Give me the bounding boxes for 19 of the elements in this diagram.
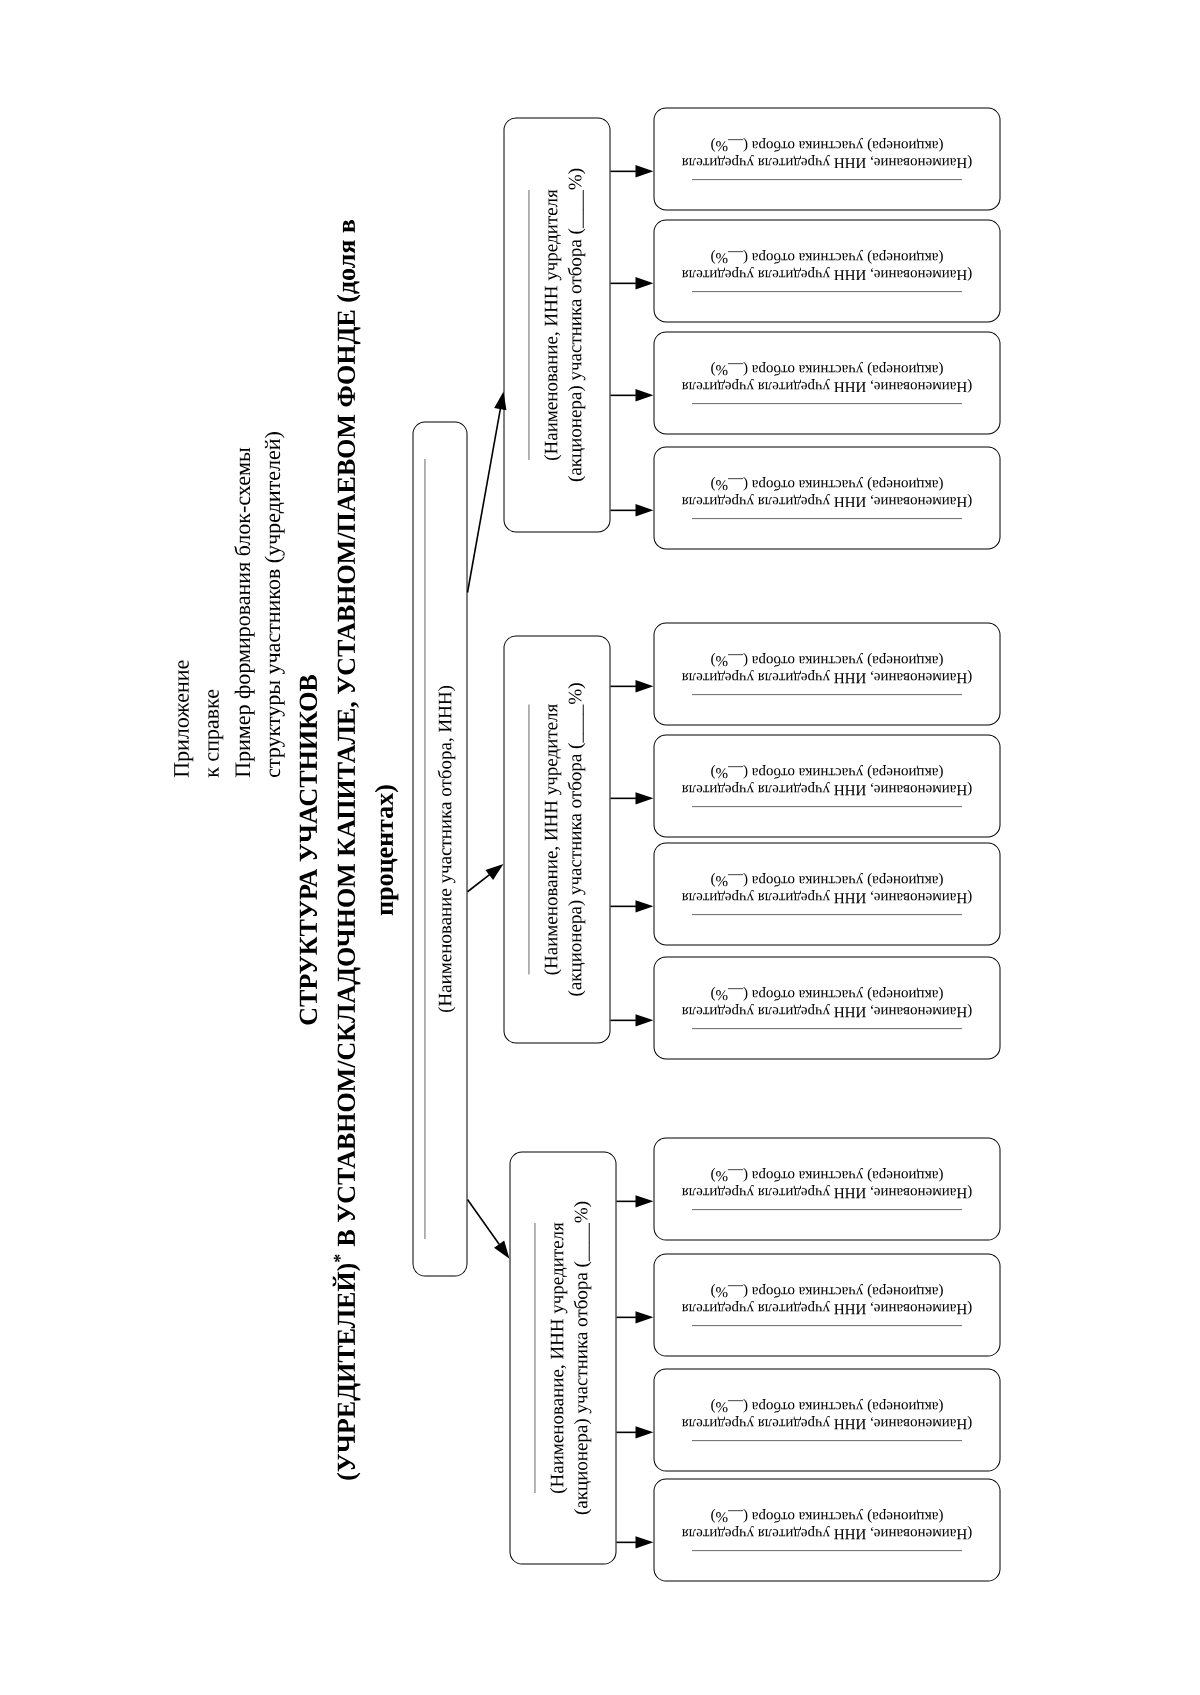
- shareholder-box: (Наименование, ИНН учредителя учредителя (акционера) участника отбора (__%): [653, 1137, 1001, 1241]
- shareholder-box: (Наименование, ИНН учредителя учредителя (акционера) участника отбора (__%): [653, 446, 1001, 550]
- root-box: (Наименование участника отбора, ИНН): [412, 421, 468, 1277]
- participant-box: (Наименование, ИНН учредителя (акционера) участника отбора (____%): [503, 635, 611, 1044]
- header-text: Приложение к справке: [174, 660, 224, 778]
- shareholder-box: (Наименование, ИНН учредителя учредителя (акционера) участника отбора (__%): [653, 1368, 1001, 1472]
- shareholder-box: (Наименование, ИНН учредителя учредителя (акционера) участника отбора (__%): [653, 842, 1001, 946]
- shareholder-box: (Наименование, ИНН учредителя учредителя (акционера) участника отбора (__%): [653, 622, 1001, 726]
- shareholder-box: (Наименование, ИНН учредителя учредителя (акционера) участника отбора (__%): [653, 331, 1001, 435]
- shareholder-box: (Наименование, ИНН учредителя учредителя (акционера) участника отбора (__%): [653, 1253, 1001, 1357]
- shareholder-box: (Наименование, ИНН учредителя учредителя (акционера) участника отбора (__%): [653, 219, 1001, 323]
- title: СТРУКТУРА УЧАСТНИКОВ (УЧРЕДИТЕЛЕЙ)$^{*}$ В УСТАВНОМ/СКЛАДОЧНОМ КАПИТАЛЕ, УСТАВНОМ/ПАЕВОМ ФОНДЕ (доля в процентах): [299, 219, 399, 1480]
- participant-box: (Наименование, ИНН учредителя (акционера) участника отбора (____%): [503, 117, 611, 533]
- header-text: Пример формирования блок-схемы структуры участников (учредителей): [234, 432, 285, 778]
- participant-box: (Наименование, ИНН учредителя (акционера) участника отбора (____%): [509, 1151, 617, 1565]
- shareholder-box: (Наименование, ИНН учредителя учредителя (акционера) участника отбора (__%): [653, 1478, 1001, 1582]
- shareholder-box: (Наименование, ИНН учредителя учредителя (акционера) участника отбора (__%): [653, 956, 1001, 1060]
- shareholder-box: (Наименование, ИНН учредителя учредителя (акционера) участника отбора (__%): [653, 107, 1001, 211]
- shareholder-box: (Наименование, ИНН учредителя учредителя (акционера) участника отбора (__%): [653, 734, 1001, 838]
